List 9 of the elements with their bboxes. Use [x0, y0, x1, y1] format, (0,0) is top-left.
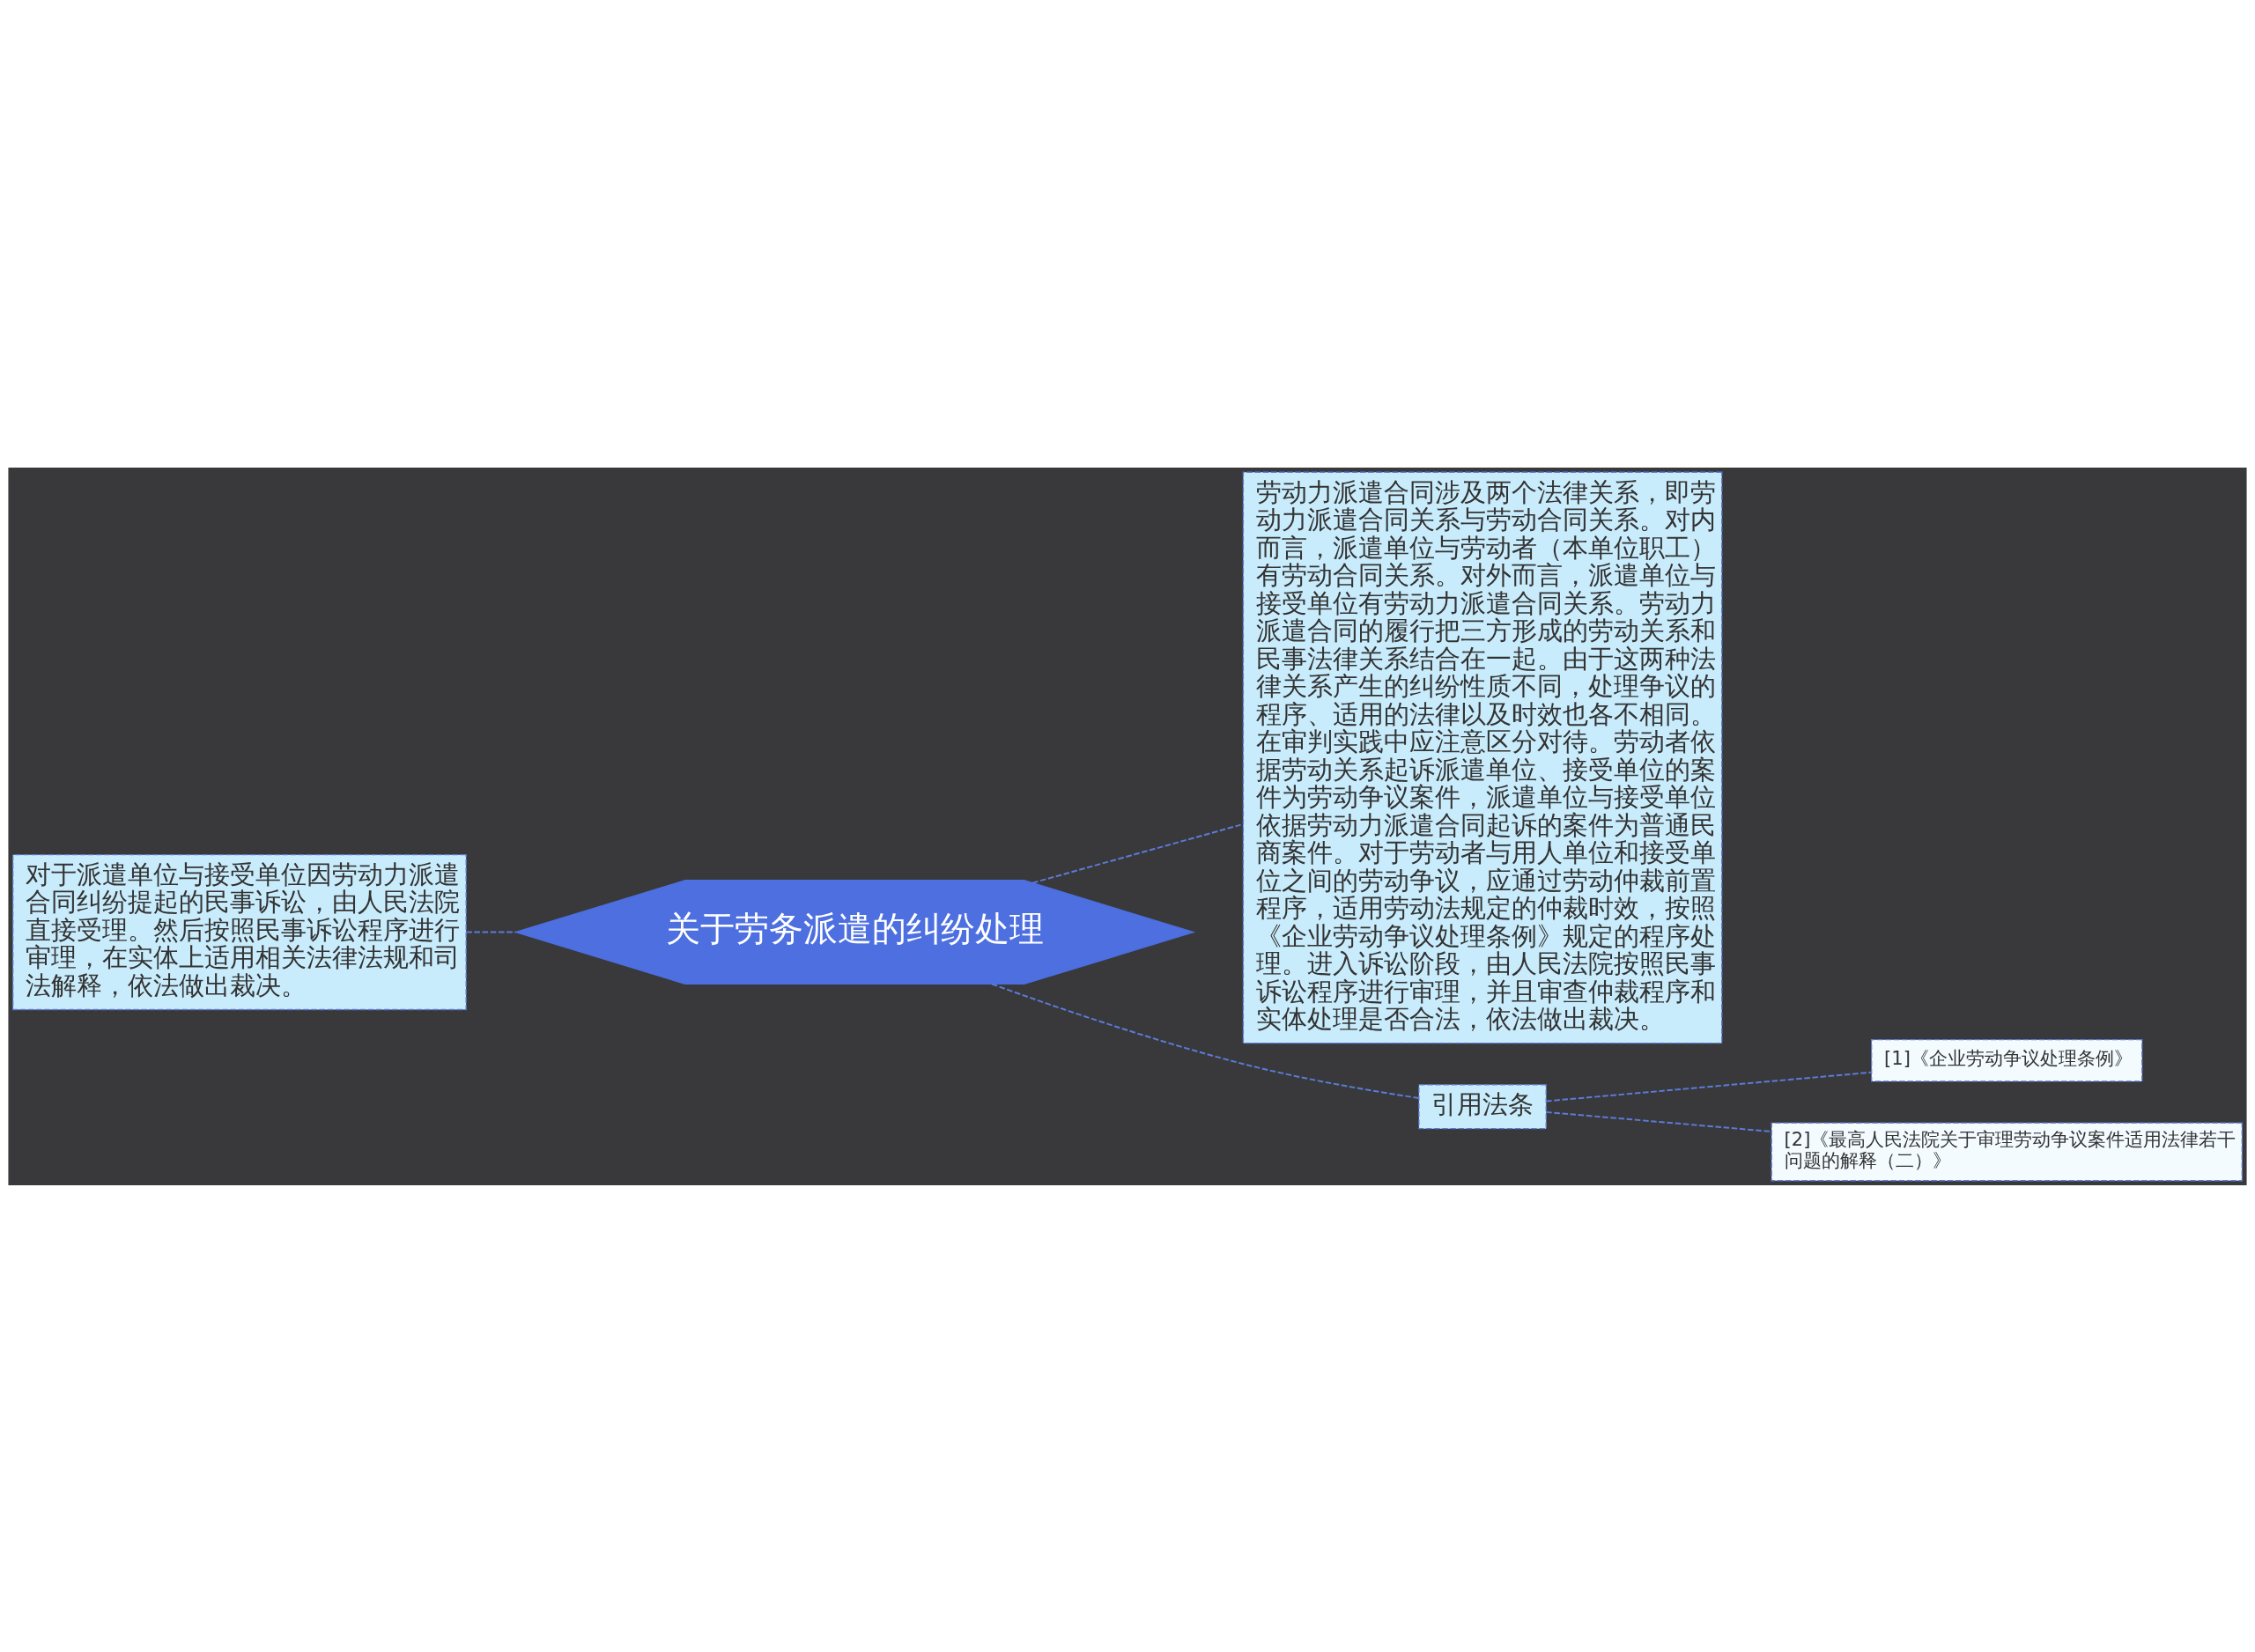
- connector: [1545, 1071, 1873, 1102]
- connector: [991, 983, 1420, 1099]
- node-box: 劳动力派遣合同涉及两个法律关系，即劳动力派遣合同关系与劳动合同关系。对内而言，派遣单位与劳动者（本单位职工）有劳动合同关系。对外而言，派遣单位与接受单位有劳动力派遣合同关系。劳动力派遣合同的履行把三方形成的劳动关系和民事法律关系结合在一起。由于这两种法律关系产生的纠纷性质不同，处理争议的程序、适用的法律以及时效也各不相同。在审判实践中应注意区分对待。劳动者依据劳动关系起诉派遣单位、接受单位的案件为劳动争议案件，派遣单位与接受单位依据劳动力派遣合同起诉的案件为普通民商案件。对于劳动者与用人单位和接受单位之间的劳动争议，应通过劳动仲裁前置程序，适用劳动法规定的仲裁时效，按照《企业劳动争议处理条例》规定的程序处理。进入诉讼阶段，由人民法院按照民事诉讼程序进行审理，并且审查仲裁程序和实体处理是否合法，依法做出裁决。: [1242, 471, 1723, 1044]
- node-box: 对于派遣单位与接受单位因劳动力派遣合同纠纷提起的民事诉讼，由人民法院直接受理。然后按照民事诉讼程序进行审理，在实体上适用相关法律法规和司法解释，依法做出裁决。: [12, 853, 467, 1010]
- node-box: [1]《企业劳动争议处理条例》: [1871, 1038, 2143, 1082]
- connector: [465, 931, 517, 933]
- node-box: 引用法条: [1418, 1083, 1547, 1129]
- connector: [1545, 1110, 1772, 1132]
- node-box: [2]《最高人民法院关于审理劳动争议案件适用法律若干问题的解释（二）》: [1771, 1121, 2243, 1181]
